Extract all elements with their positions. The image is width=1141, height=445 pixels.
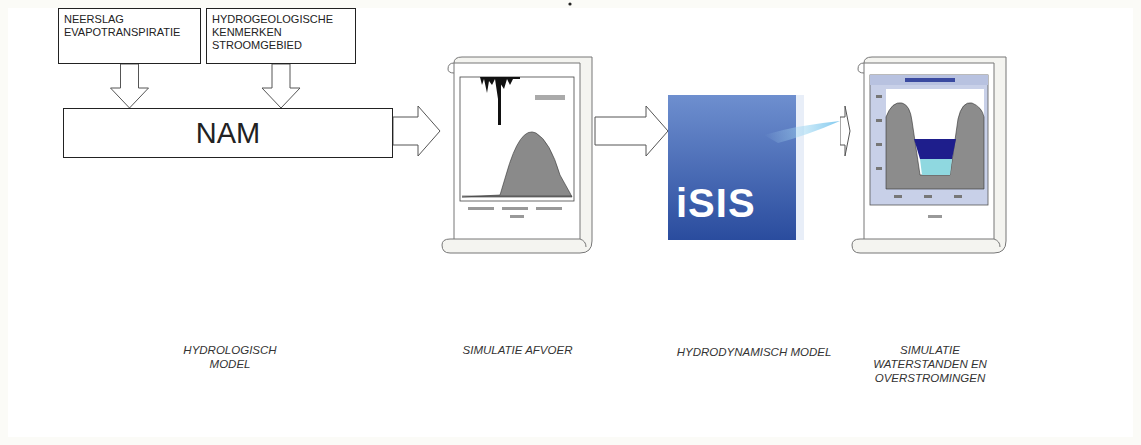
input-box: NEERSLAG EVAPOTRANSPIRATIE bbox=[58, 8, 201, 64]
scroll-document: SIMULATIE AFVOER bbox=[440, 55, 595, 260]
caption: HYDROLOGISCH MODEL bbox=[170, 343, 290, 371]
box-text: NAM bbox=[196, 117, 260, 150]
model-box: NAM bbox=[63, 108, 393, 158]
logo-text: iSIS bbox=[676, 181, 756, 226]
box-text: HYDROGEOLOGISCHE KENMERKEN STROOMGEBIED bbox=[212, 13, 350, 52]
caption: HYDRODYNAMISCH MODEL bbox=[654, 345, 854, 359]
scroll-illustration bbox=[850, 55, 1010, 260]
scroll-illustration bbox=[440, 55, 595, 260]
caption: SIMULATIE AFVOER bbox=[420, 343, 615, 357]
flow-arrow bbox=[262, 64, 300, 108]
input-box: HYDROGEOLOGISCHE KENMERKEN STROOMGEBIED bbox=[206, 8, 356, 64]
caption: SIMULATIE WATERSTANDEN EN OVERSTROMINGEN bbox=[855, 343, 1005, 385]
software-logo: iSISHYDRODYNAMISCH MODEL bbox=[668, 95, 840, 240]
flow-arrow bbox=[595, 106, 668, 156]
scroll-document: SIMULATIE WATERSTANDEN EN OVERSTROMINGEN bbox=[850, 55, 1010, 260]
flow-arrow bbox=[840, 106, 850, 156]
dot bbox=[568, 2, 571, 5]
box-text: NEERSLAG EVAPOTRANSPIRATIE bbox=[64, 13, 195, 39]
flow-arrow bbox=[393, 106, 440, 156]
flow-arrow bbox=[111, 64, 149, 108]
